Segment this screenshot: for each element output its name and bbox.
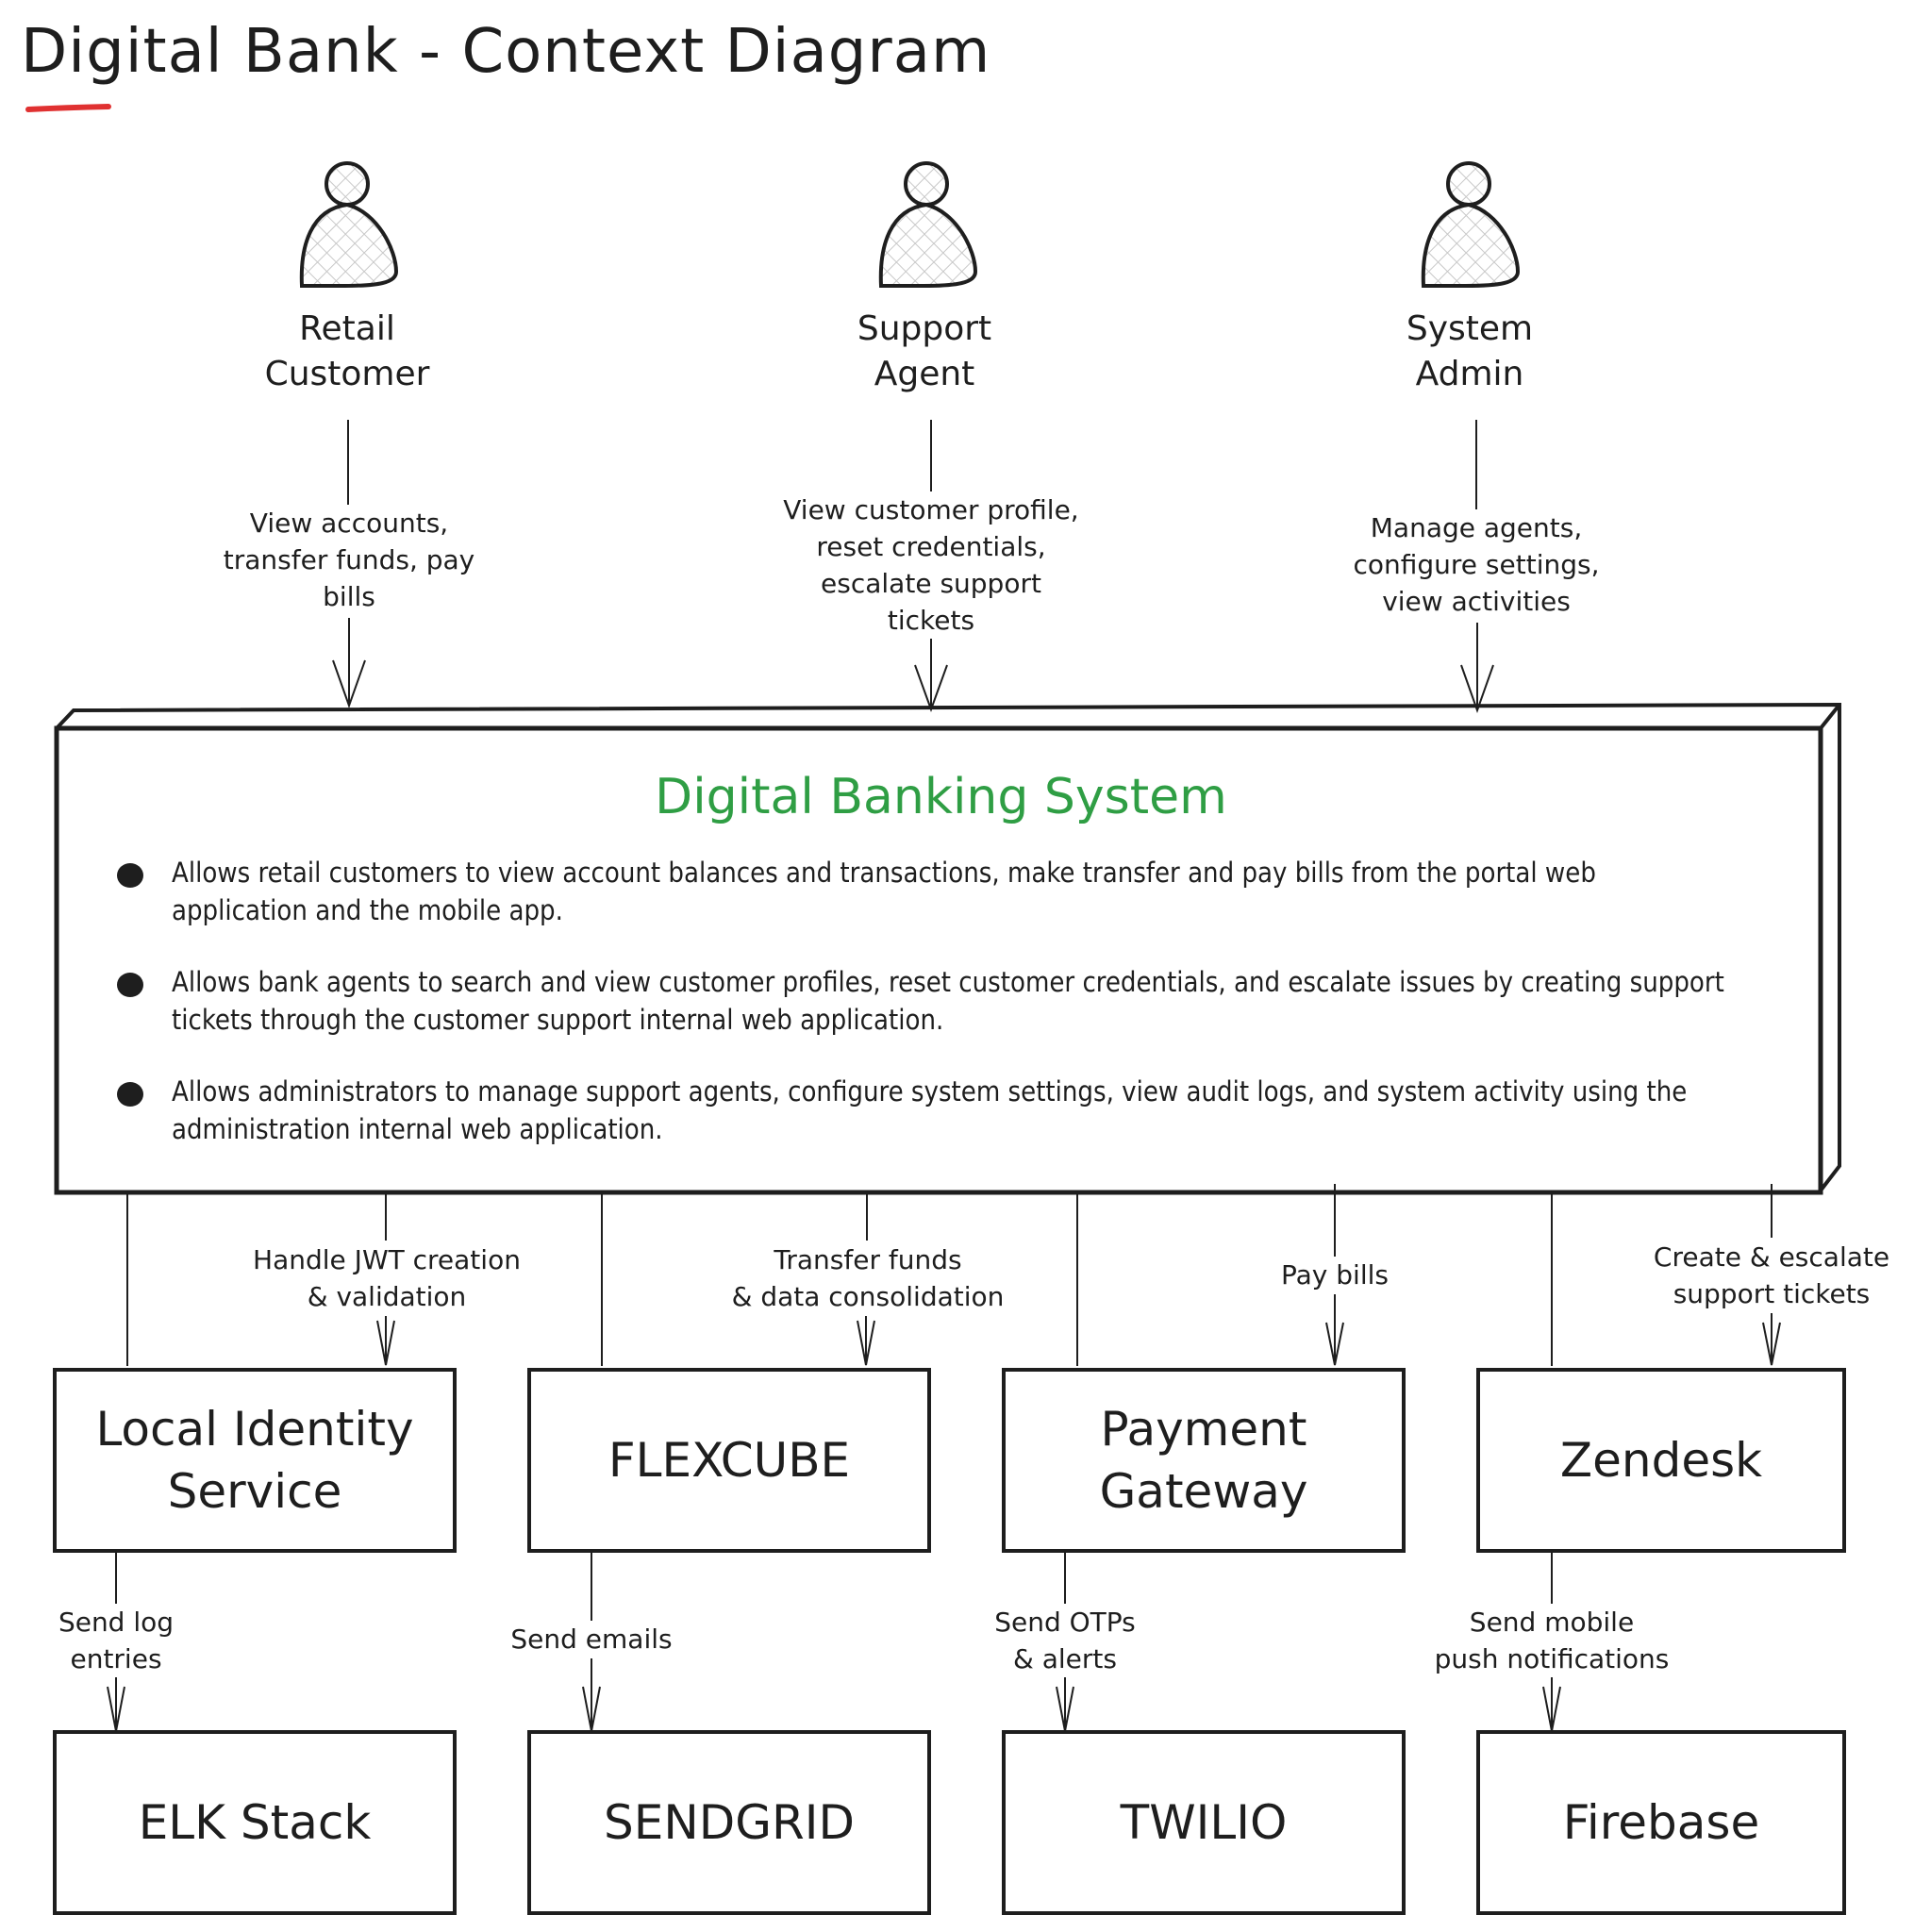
actor-label-line: Support: [857, 309, 992, 348]
label-line: entries: [70, 1643, 162, 1674]
label-line: Transfer funds: [774, 1244, 962, 1275]
actor-label-support-agent: Support Agent: [783, 307, 1066, 397]
arrow-to-payment-gateway: [1325, 1184, 1344, 1366]
label-line: reset credentials,: [816, 531, 1046, 562]
downstream-name-sendgrid: SENDGRID: [604, 1795, 855, 1850]
label-line: Send log: [58, 1607, 175, 1638]
bullet-text: Allows administrators to manage support …: [172, 1075, 1688, 1145]
page-title: Digital Bank - Context Diagram: [21, 17, 991, 87]
service-name-line: Gateway: [1099, 1464, 1308, 1519]
relationship-label-firebase: Send mobile push notifications: [1415, 1604, 1689, 1677]
bullet-dot-icon: [117, 973, 143, 997]
downstream-box-firebase[interactable]: [1476, 1730, 1846, 1915]
actor-label-line: Customer: [264, 355, 430, 393]
arrow-retail-customer-to-system: [332, 420, 366, 708]
label-line: Handle JWT creation: [253, 1244, 521, 1275]
label-line: & data consolidation: [731, 1281, 1005, 1312]
label-line: & alerts: [1013, 1643, 1117, 1674]
actor-label-line: Retail: [299, 309, 395, 348]
system-title: Digital Banking System: [655, 769, 1227, 825]
actor-system-admin-icon[interactable]: [1421, 161, 1521, 288]
arrow-to-zendesk: [1762, 1184, 1781, 1366]
label-line: Manage agents,: [1370, 512, 1583, 543]
downstream-name-firebase: Firebase: [1562, 1795, 1760, 1850]
service-box-flexcube[interactable]: [527, 1368, 931, 1553]
service-name-line: Zendesk: [1559, 1433, 1763, 1488]
system-description-list: Allows retail customers to view account …: [113, 854, 1736, 1182]
label-line: support tickets: [1673, 1278, 1871, 1309]
label-line: Send mobile: [1469, 1607, 1635, 1638]
actor-label-retail-customer: Retail Customer: [206, 307, 489, 397]
bullet-text: Allows bank agents to search and view cu…: [172, 966, 1724, 1036]
bullet-dot-icon: [117, 1082, 143, 1107]
label-line: View accounts,: [249, 508, 449, 539]
downstream-box-sendgrid[interactable]: [527, 1730, 931, 1915]
relationship-label-elk: Send log entries: [36, 1604, 196, 1677]
label-line: transfer funds, pay: [223, 544, 475, 575]
digital-banking-system-box[interactable]: [54, 702, 1841, 1195]
relationship-label-sendgrid: Send emails: [497, 1621, 686, 1657]
system-bullet: Allows bank agents to search and view cu…: [113, 963, 1736, 1039]
system-to-service-lines: [126, 1191, 1553, 1366]
relationship-label-twilio: Send OTPs & alerts: [971, 1604, 1159, 1677]
relationship-label-zendesk: Create & escalate support tickets: [1630, 1239, 1913, 1312]
label-line: Send OTPs: [994, 1607, 1136, 1638]
label-line: push notifications: [1434, 1643, 1670, 1674]
bullet-text: Allows retail customers to view account …: [172, 857, 1596, 926]
label-line: & validation: [307, 1281, 467, 1312]
service-box-local-identity[interactable]: [53, 1368, 457, 1553]
downstream-box-elk[interactable]: [53, 1730, 457, 1915]
service-box-zendesk[interactable]: [1476, 1368, 1846, 1553]
actor-support-agent-icon[interactable]: [878, 161, 978, 288]
actor-label-system-admin: System Admin: [1328, 307, 1611, 397]
downstream-box-twilio[interactable]: [1002, 1730, 1406, 1915]
label-line: tickets: [887, 605, 975, 636]
service-box-payment-gateway[interactable]: [1002, 1368, 1406, 1553]
label-line: Create & escalate: [1653, 1241, 1890, 1273]
relationship-label-retail-customer: View accounts, transfer funds, pay bills: [189, 505, 509, 615]
relationship-label-system-admin: Manage agents, configure settings, view …: [1316, 509, 1637, 620]
service-name-line: Payment: [1100, 1402, 1307, 1457]
relationship-label-flexcube: Transfer funds & data consolidation: [698, 1241, 1038, 1315]
service-name-line: Local Identity: [95, 1402, 414, 1457]
service-name-line: Service: [167, 1464, 342, 1519]
label-line: Send emails: [510, 1624, 673, 1655]
service-name-flexcube: FLEXCUBE: [529, 1370, 929, 1551]
relationship-label-local-identity: Handle JWT creation & validation: [226, 1241, 547, 1315]
actor-label-line: System: [1406, 309, 1534, 348]
actor-retail-customer-icon[interactable]: [299, 161, 399, 288]
relationship-label-support-agent: View customer profile, reset credentials…: [755, 491, 1107, 639]
label-line: View customer profile,: [783, 494, 1079, 525]
service-name-zendesk: Zendesk: [1478, 1370, 1844, 1551]
bullet-dot-icon: [117, 863, 143, 888]
arrow-system-admin-to-system: [1460, 420, 1494, 713]
label-line: Pay bills: [1281, 1259, 1389, 1291]
relationship-label-payment-gateway: Pay bills: [1259, 1257, 1410, 1293]
downstream-name-elk: ELK Stack: [138, 1795, 372, 1850]
arrow-to-local-identity: [376, 1193, 395, 1366]
downstream-name-twilio: TWILIO: [1120, 1795, 1288, 1850]
system-bullet: Allows retail customers to view account …: [113, 854, 1736, 929]
label-line: escalate support: [821, 568, 1041, 599]
title-underline: [25, 104, 111, 112]
actor-label-line: Agent: [874, 355, 975, 393]
system-bullet: Allows administrators to manage support …: [113, 1073, 1736, 1148]
actor-label-line: Admin: [1415, 355, 1524, 393]
label-line: bills: [323, 581, 375, 612]
label-line: configure settings,: [1353, 549, 1600, 580]
service-name-line: FLEXCUBE: [607, 1433, 851, 1488]
label-line: view activities: [1382, 586, 1571, 617]
arrow-to-flexcube: [857, 1193, 875, 1366]
